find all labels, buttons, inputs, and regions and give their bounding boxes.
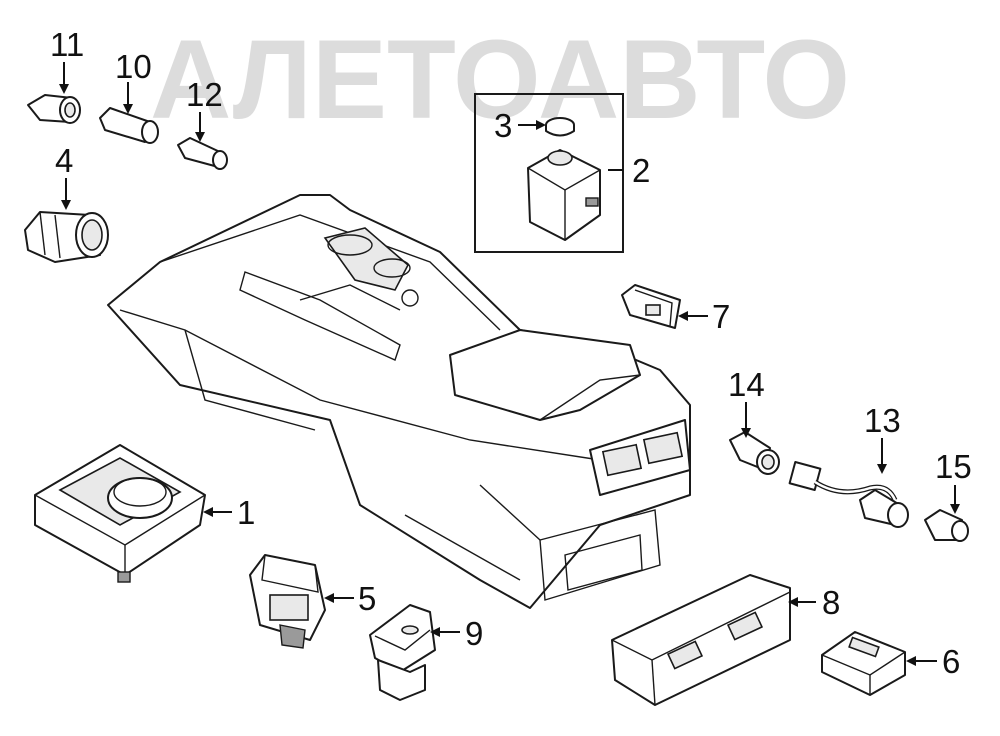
callout-11: 11 [50, 26, 84, 63]
watermark-text: АЛЕТОАВТО [150, 17, 850, 142]
callout-7: 7 [712, 298, 730, 335]
part-9-switch [369, 604, 436, 701]
leader-lines [59, 62, 960, 666]
part-2-switch [527, 149, 601, 241]
part-3-knob [545, 117, 575, 137]
callout-12: 12 [186, 76, 223, 113]
callout-1: 1 [237, 494, 255, 531]
watermark: АЛЕТОАВТО [150, 17, 850, 142]
part-5-switch [249, 554, 326, 649]
part-7-connector [621, 284, 681, 329]
part-4-sensor [24, 211, 109, 263]
callout-10: 10 [115, 48, 152, 85]
center-console [107, 194, 691, 609]
callout-3: 3 [494, 107, 512, 144]
part-6-module [821, 631, 906, 696]
callout-4: 4 [55, 142, 73, 179]
part-8-panel [611, 574, 791, 706]
callout-9: 9 [465, 615, 483, 652]
part-10-socket [99, 107, 159, 144]
callout-14: 14 [728, 366, 765, 403]
part-1-control-unit [34, 444, 206, 583]
part-11-socket [27, 94, 81, 124]
callout-labels: 11 10 12 4 3 2 7 14 13 15 1 5 9 8 6 [50, 26, 972, 680]
callout-8: 8 [822, 584, 840, 621]
part-12-plug [177, 137, 228, 170]
part-14-socket [729, 431, 780, 475]
part-2-frame [474, 93, 624, 253]
callout-15: 15 [935, 448, 972, 485]
part-15-cap [924, 509, 969, 542]
callout-13: 13 [864, 402, 901, 439]
callout-6: 6 [942, 643, 960, 680]
callout-5: 5 [358, 580, 376, 617]
part-13-harness [788, 461, 909, 528]
callout-2: 2 [632, 152, 650, 189]
